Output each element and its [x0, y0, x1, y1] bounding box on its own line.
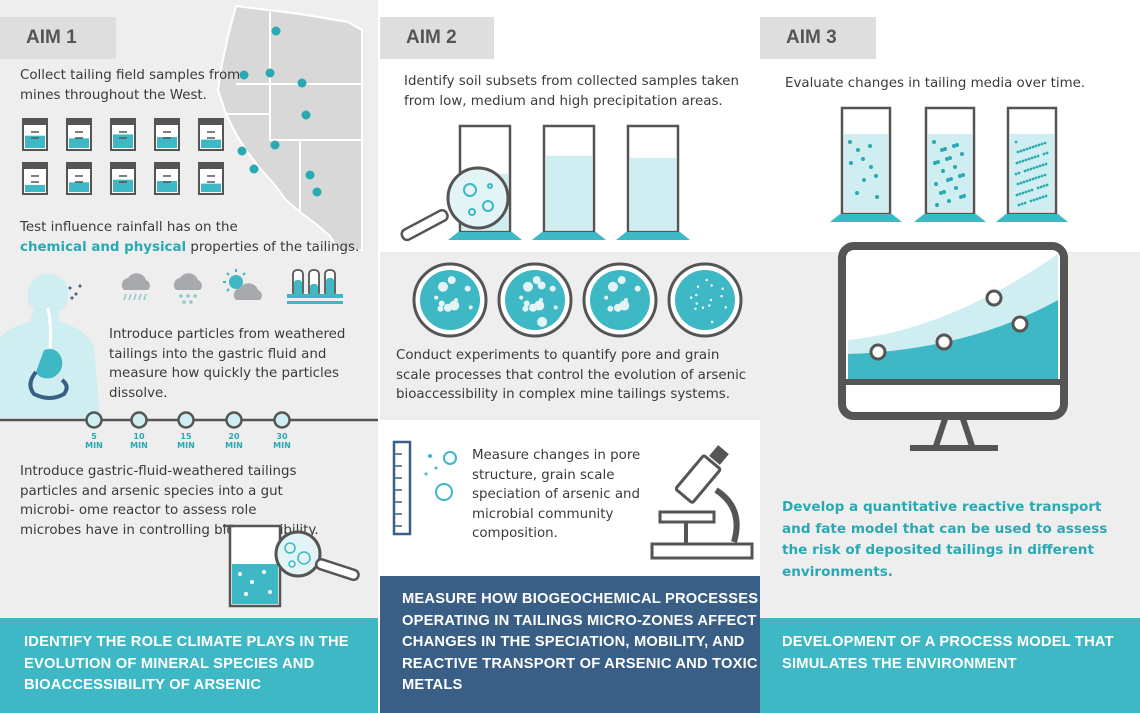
experiments-text: Conduct experiments to quantify pore and…	[396, 348, 747, 402]
timeline-dot	[130, 411, 148, 429]
aim3-tag: AIM 3	[760, 17, 876, 59]
timeline-dot	[225, 411, 243, 429]
sample-jar-icon	[66, 118, 92, 151]
petri-dish-icon	[412, 262, 488, 338]
timeline-unit: MIN	[225, 441, 243, 450]
human-digestive-icon	[0, 273, 100, 418]
sample-jar-icon	[66, 162, 92, 195]
sample-jar-icon	[198, 118, 224, 151]
timeline-value: 30	[276, 432, 288, 441]
aim1-goal-band: IDENTIFY THE ROLE CLIMATE PLAYS IN THE E…	[0, 618, 378, 713]
beaker-icon	[223, 524, 282, 608]
aim2-column: AIM 2 Identify soil subsets from collect…	[380, 0, 760, 713]
media-cylinder-icon	[996, 106, 1068, 222]
microbiome-text: Introduce gastric-fluid-weathered tailin…	[20, 464, 319, 538]
media-cylinder-icon	[830, 106, 902, 222]
monitor-chart-icon	[838, 242, 1068, 451]
timeline-value: 15	[180, 432, 192, 441]
timeline-value: 20	[228, 432, 240, 441]
sample-jar-icon	[22, 118, 48, 151]
petri-dishes	[412, 262, 743, 338]
sample-jar-icon	[154, 162, 180, 195]
aim1-column: AIM 1 Collect tailing field samples from…	[0, 0, 378, 713]
media-cylinders	[830, 106, 1068, 222]
graduated-cylinders	[400, 124, 690, 242]
aim3-column: AIM 3 Evaluate changes in tailing media …	[760, 0, 1140, 713]
sample-jar-grid	[22, 118, 224, 195]
aim3-goal-band: DEVELOPMENT OF A PROCESS MODEL THAT SIMU…	[760, 618, 1140, 713]
rainfall-text-highlight: chemical and physical	[20, 239, 187, 255]
petri-dish-icon	[497, 262, 573, 338]
timeline-dot	[177, 411, 195, 429]
model-text: Develop a quantitative reactive transpor…	[782, 499, 1108, 580]
sample-jar-icon	[198, 162, 224, 195]
rainfall-text-part1: Test influence rainfall has on the	[20, 220, 238, 235]
timeline-unit: MIN	[130, 441, 148, 450]
test-tube-rack-icon	[287, 269, 343, 304]
graduated-cylinder-icon	[616, 124, 690, 240]
soil-subsets-text: Identify soil subsets from collected sam…	[404, 74, 739, 109]
rainfall-text: Test influence rainfall has on the chemi…	[20, 218, 378, 257]
sample-jar-icon	[154, 118, 180, 151]
sample-jar-icon	[110, 162, 136, 195]
timeline-dot	[273, 411, 291, 429]
timeline-unit: MIN	[273, 441, 291, 450]
cloud-rain-icon	[121, 273, 150, 301]
timeline-value: 5	[91, 432, 97, 441]
petri-dish-icon	[667, 262, 743, 338]
ruler-icon	[392, 440, 457, 536]
timeline-unit: MIN	[177, 441, 195, 450]
timeline-unit: MIN	[85, 441, 103, 450]
rainfall-text-part2: properties of the tailings.	[190, 239, 360, 255]
timeline-value: 10	[133, 432, 145, 441]
cloud-hail-icon	[173, 273, 202, 304]
aim2-goal-band: MEASURE HOW BIOGEOCHEMICAL PROCESSES OPE…	[380, 576, 760, 713]
petri-dish-icon	[582, 262, 658, 338]
collect-samples-text: Collect tailing field samples from mines…	[20, 68, 241, 103]
aim1-tag: AIM 1	[0, 17, 116, 59]
timeline	[0, 411, 378, 429]
magnifier-icon	[274, 530, 360, 582]
microscope-icon	[650, 445, 754, 560]
aim2-tag: AIM 2	[380, 17, 494, 59]
media-cylinder-icon	[914, 106, 986, 222]
sample-jar-icon	[22, 162, 48, 195]
timeline-dot	[85, 411, 103, 429]
graduated-cylinder-icon	[532, 124, 606, 240]
sample-jar-icon	[110, 118, 136, 151]
measure-changes-text: Measure changes in pore structure, grain…	[472, 448, 641, 541]
us-west-map	[216, 4, 363, 254]
sun-cloud-icon	[223, 269, 262, 300]
gastric-fluid-text: Introduce particles from weathered taili…	[109, 327, 346, 401]
evaluate-text: Evaluate changes in tailing media over t…	[785, 76, 1086, 91]
